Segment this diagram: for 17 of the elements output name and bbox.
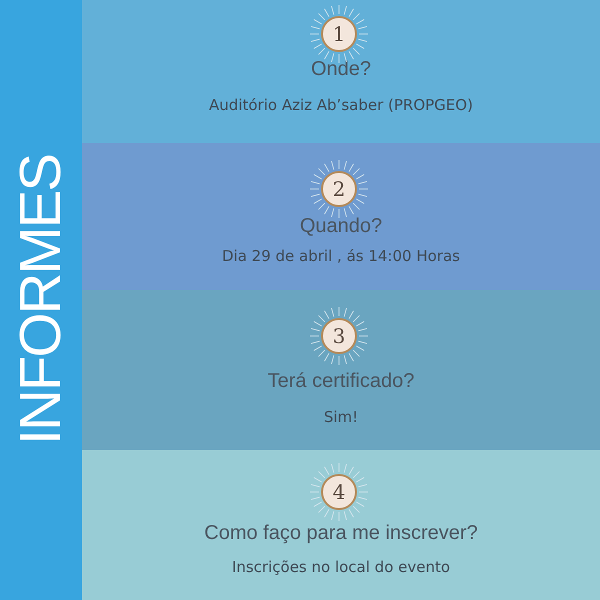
answer-text: Dia 29 de abril , ás 14:00 Horas — [221, 247, 461, 265]
answer-text: Sim! — [322, 408, 360, 426]
question-heading: Quando? — [298, 215, 384, 238]
info-band — [82, 450, 600, 600]
question-heading: Como faço para me inscrever? — [203, 522, 479, 545]
number-circle: 1 — [321, 16, 357, 52]
number-circle: 2 — [321, 171, 357, 207]
info-band — [82, 0, 600, 143]
answer-text: Inscrições no local do evento — [230, 558, 452, 576]
answer-text: Auditório Aziz Ab’saber (PROPGEO) — [208, 96, 474, 114]
info-band — [82, 290, 600, 450]
question-heading: Onde? — [310, 58, 372, 81]
question-heading: Terá certificado? — [266, 370, 416, 393]
title: INFORMES — [12, 154, 70, 446]
number-circle: 3 — [321, 318, 357, 354]
number-circle: 4 — [321, 474, 357, 510]
info-band — [82, 143, 600, 290]
